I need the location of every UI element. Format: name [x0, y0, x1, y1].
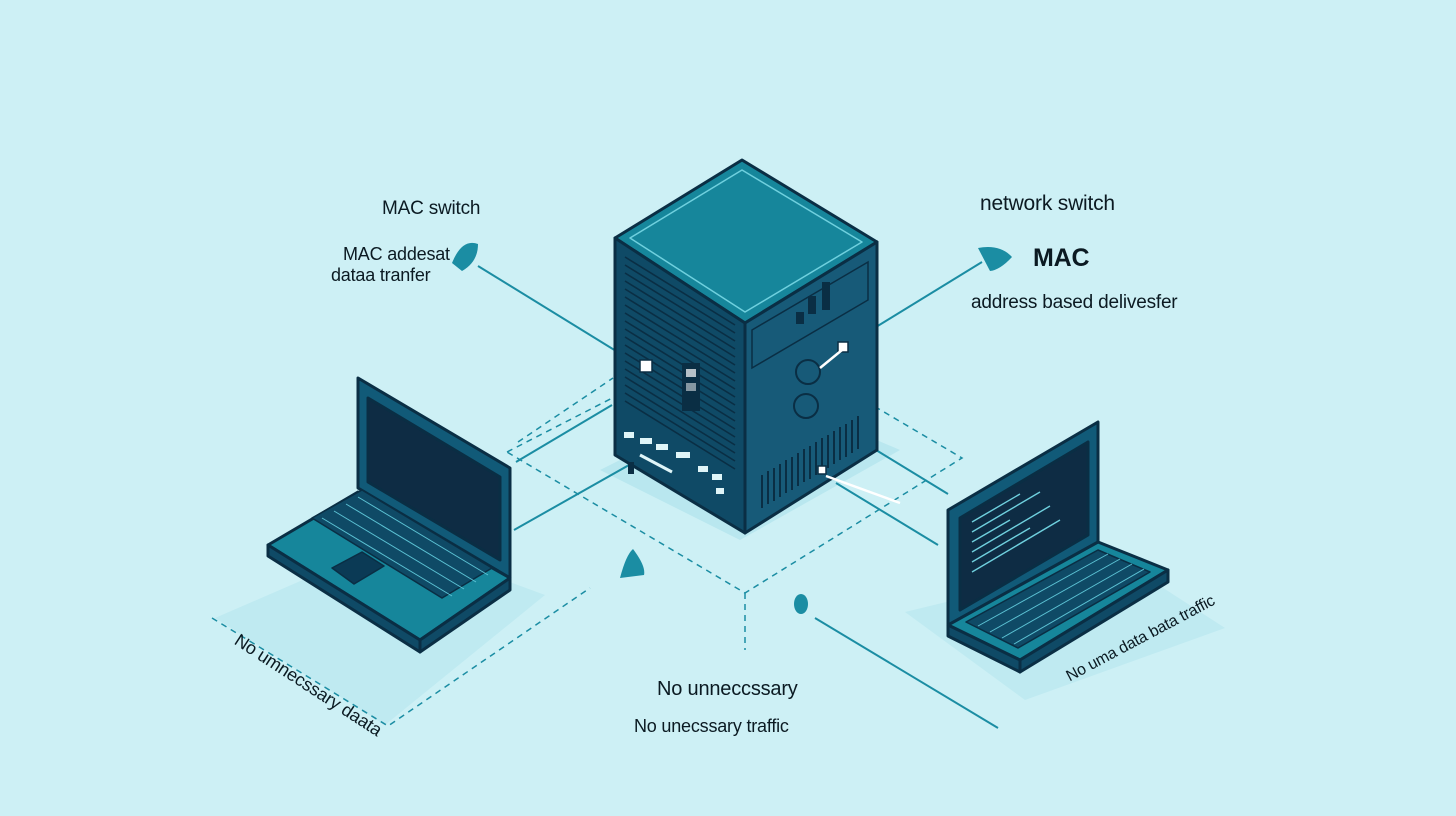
left-laptop-keyboard [311, 489, 493, 599]
mac-switch-label: MAC switch [382, 198, 481, 219]
mac-label: MAC [1033, 244, 1090, 272]
pin-marker-icon [452, 242, 478, 271]
left-laptop-link-upper [515, 404, 613, 463]
port-connector [639, 359, 653, 373]
right-laptop-icon [946, 420, 1170, 674]
left-laptop-screen [366, 396, 502, 562]
pin-marker-icon [620, 549, 645, 578]
right-laptop-link-upper [875, 449, 949, 495]
port-connector [817, 465, 827, 475]
right-laptop-link-lower [835, 482, 939, 546]
switch-front-ports [624, 359, 724, 494]
network-switch-label: network switch [980, 192, 1115, 215]
address-based-label: address based delivesfer [971, 292, 1178, 313]
port-connector [837, 341, 849, 353]
no-unnecessary-traffic-label: No unecssary traffic [634, 716, 789, 736]
markers [452, 242, 1012, 614]
switch-left-dash [517, 377, 614, 443]
switch-dial-lower [793, 393, 819, 419]
mac-address-label-line2: dataa tranfer [331, 265, 431, 285]
mac-address-label-line1: MAC addesat [343, 244, 450, 264]
switch-side-details [751, 260, 901, 508]
right-laptop-keys [977, 553, 1145, 645]
left-floor-outline [211, 587, 591, 727]
right-laptop-screen-lines [971, 491, 1061, 573]
left-laptop-link-lower [513, 455, 646, 531]
right-laptop-keyboard [965, 549, 1151, 649]
switch-foot [628, 462, 634, 474]
pin-marker-icon [978, 247, 1012, 271]
bottom-right-link [814, 617, 999, 729]
switch-dial-upper [795, 359, 821, 385]
left-laptop-icon [266, 376, 512, 654]
right-laptop-screen [958, 440, 1090, 612]
no-unnecessary-label: No unneccssary [657, 678, 798, 700]
left-laptop-touchpad [331, 551, 385, 585]
pin-marker-icon [794, 594, 808, 614]
switch-top-inset [629, 169, 863, 313]
left-laptop-keys [321, 496, 489, 597]
